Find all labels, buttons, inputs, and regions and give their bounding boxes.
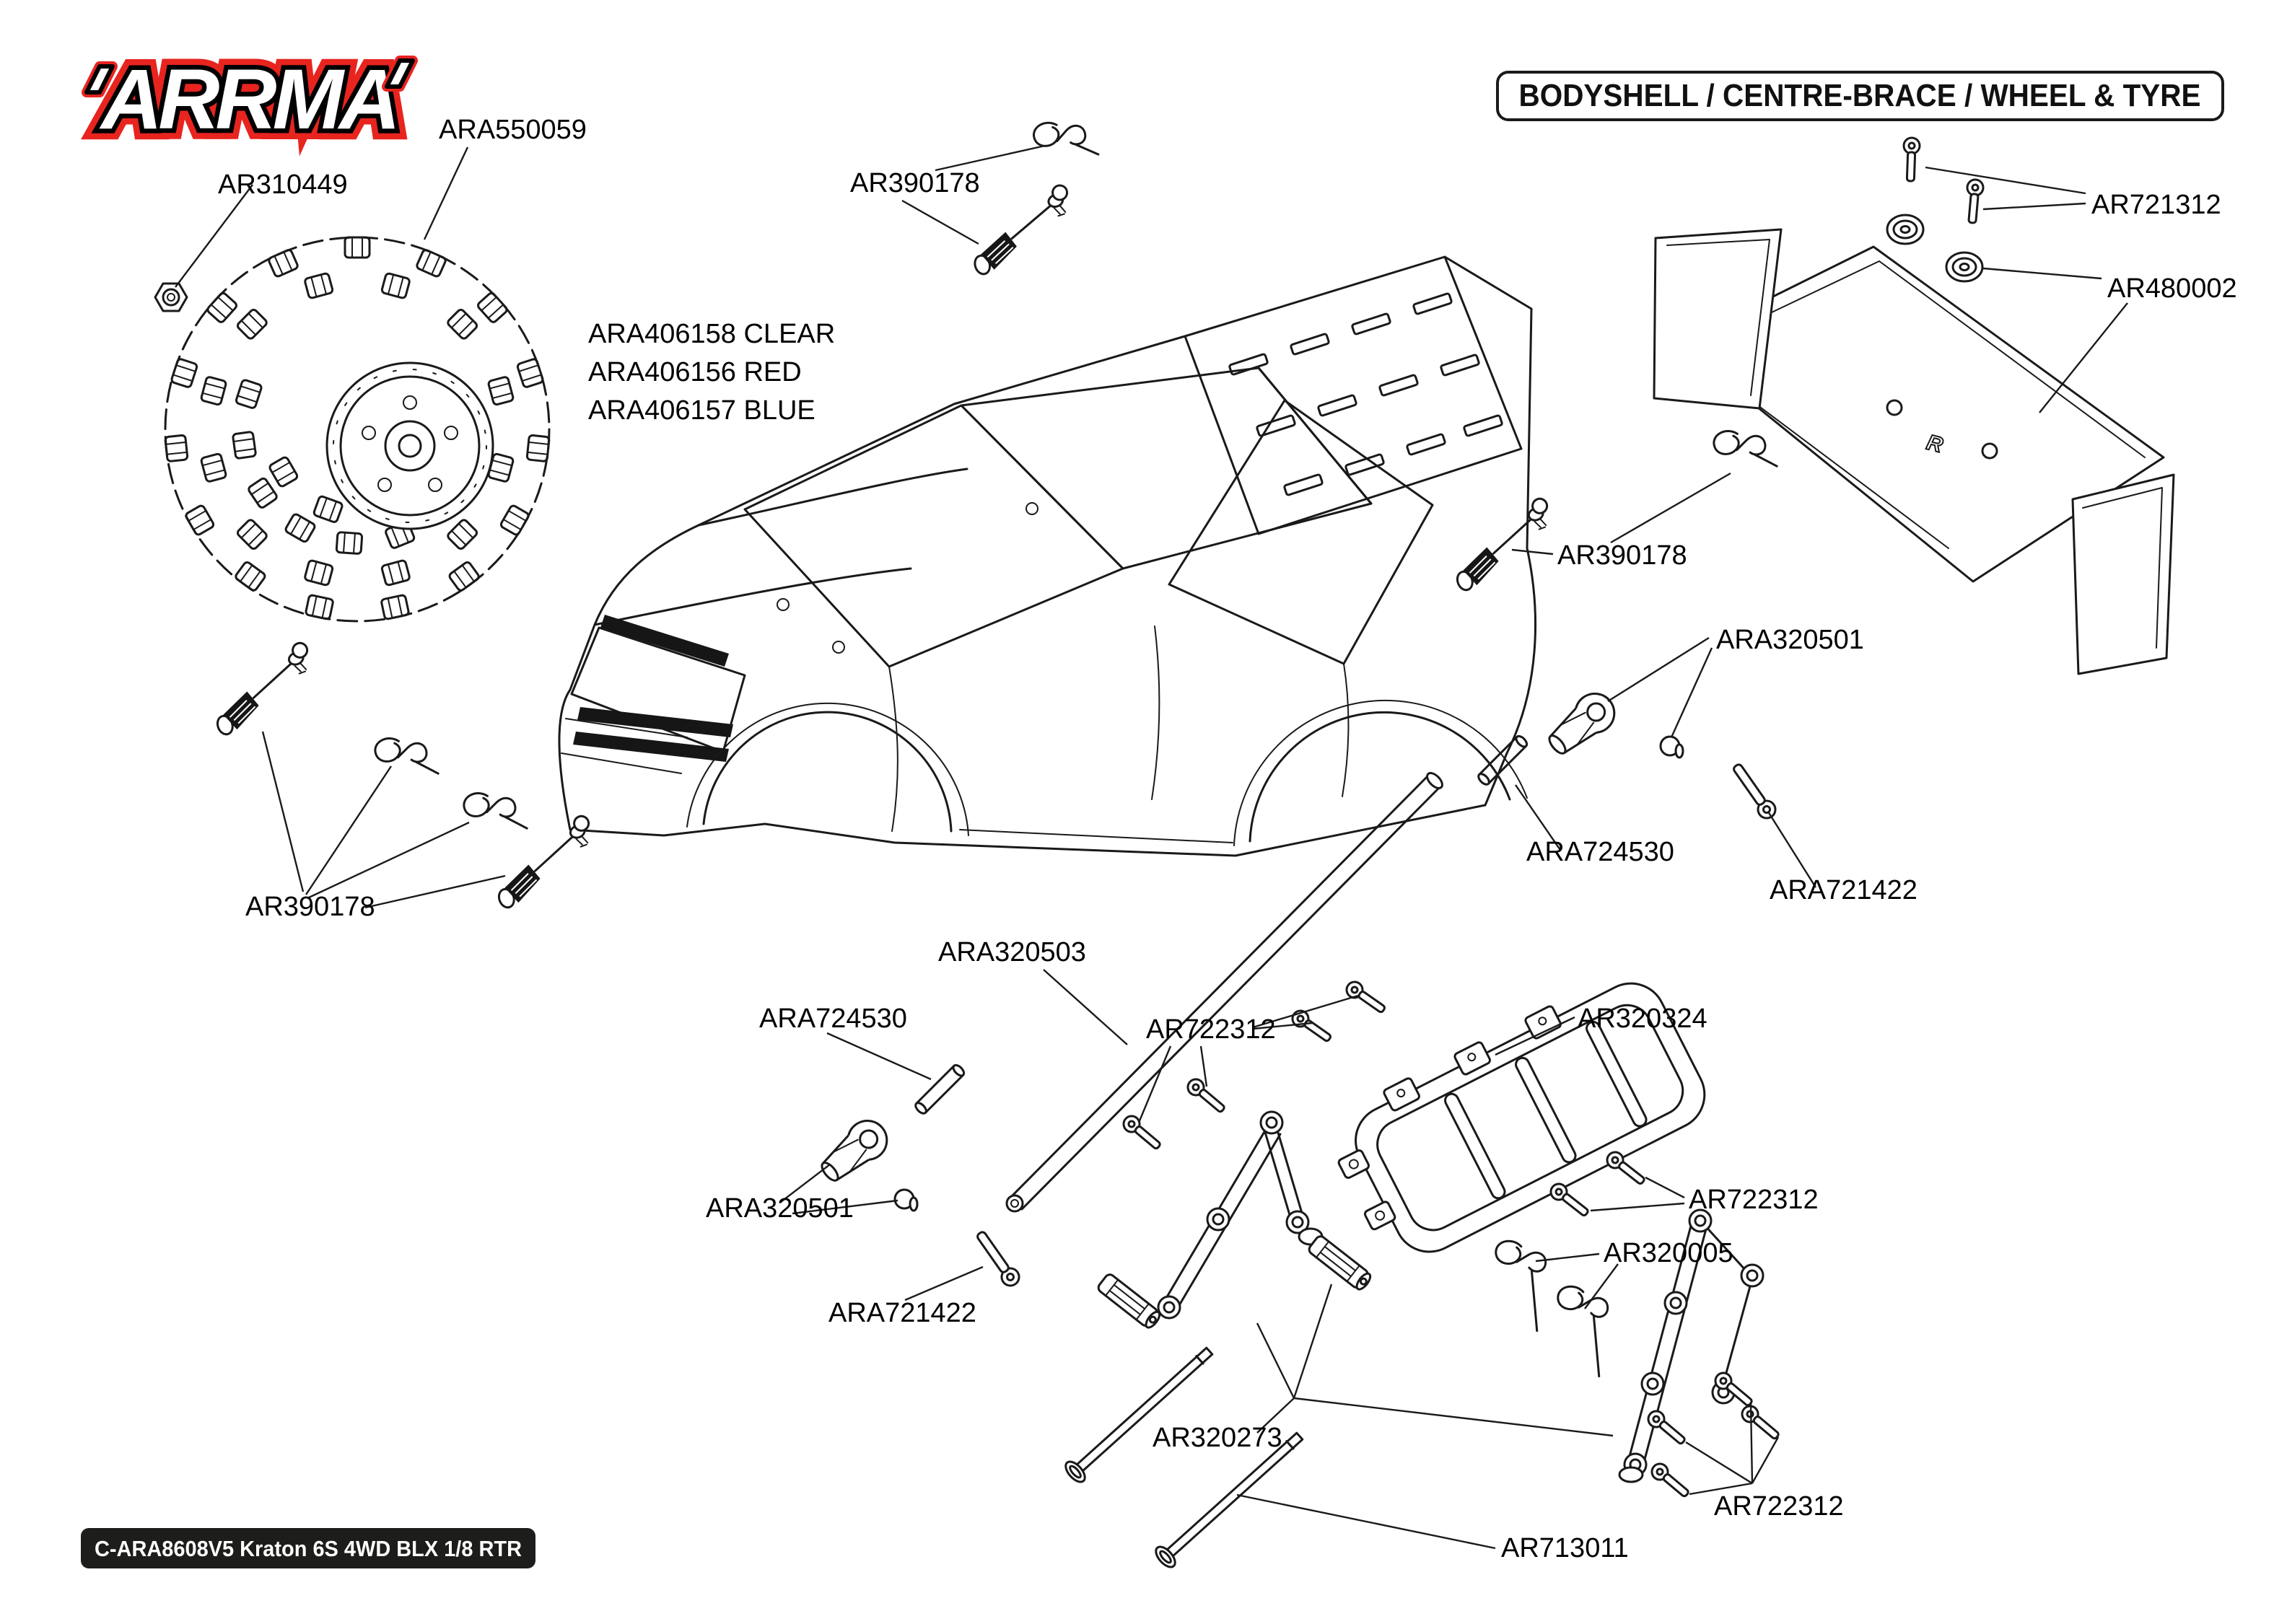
wing-screw-2-ar721312 xyxy=(1963,177,1985,225)
screw-ar722312-c2 xyxy=(1288,1006,1335,1047)
part-label-ar722312-bottom: AR722312 xyxy=(1714,1491,1844,1522)
page-title: BODYSHELL / CENTRE-BRACE / WHEEL & TYRE xyxy=(1519,78,2201,113)
part-labels: AR310449 ARA550059 AR390178 ARA406158 CL… xyxy=(218,115,2237,1563)
part-label-ara721422-right: ARA721422 xyxy=(1770,875,1917,905)
screw-ar722312-b4 xyxy=(1648,1460,1694,1502)
part-label-ara406156-red: ARA406156 RED xyxy=(588,357,802,387)
wing-endplate-left xyxy=(1653,228,1783,410)
spacer-tube-right-ara724530 xyxy=(1475,733,1530,788)
part-label-ar320005: AR320005 xyxy=(1604,1238,1733,1268)
centre-brace-rod-ara320503 xyxy=(1005,772,1443,1213)
part-label-ara550059: ARA550059 xyxy=(439,115,587,145)
part-label-ar390178-left: AR390178 xyxy=(245,892,375,922)
wheel-nut-ar310449 xyxy=(154,282,188,312)
wing-screw-1-ar721312 xyxy=(1901,136,1921,183)
wheel-rim xyxy=(325,361,494,530)
coupler-1 xyxy=(1306,1233,1375,1294)
tire-ara550059 xyxy=(164,236,551,623)
part-label-ara320501-right: ARA320501 xyxy=(1716,625,1864,655)
leader-lines xyxy=(175,144,2128,1550)
coupler-2 xyxy=(1095,1271,1164,1332)
windshield xyxy=(743,404,1124,668)
link-assembly-left xyxy=(1157,1110,1324,1320)
body-mount-left-1 xyxy=(199,640,327,738)
front-grille xyxy=(570,615,746,762)
part-label-ar390178-top: AR390178 xyxy=(850,168,980,198)
part-label-ar721312: AR721312 xyxy=(2091,190,2221,220)
part-label-ar722312-center: AR722312 xyxy=(1146,1014,1276,1045)
wing-washer-1 xyxy=(1886,214,1925,245)
part-label-ar480002: AR480002 xyxy=(2107,273,2237,304)
part-label-ara320501-center: ARA320501 xyxy=(706,1193,854,1224)
wing-endplate-right xyxy=(2071,473,2175,675)
logo-text: ARRMA xyxy=(99,52,396,147)
screw-ar722312-b3 xyxy=(1644,1407,1690,1449)
part-label-ar722312-right: AR722312 xyxy=(1689,1185,1819,1215)
body-clip-right xyxy=(1711,423,1778,476)
title-box: BODYSHELL / CENTRE-BRACE / WHEEL & TYRE xyxy=(1496,71,2224,121)
logo-text-red-outline: ARRMA xyxy=(99,52,396,147)
screw-ar722312-r2 xyxy=(1547,1180,1593,1221)
part-label-ar310449: AR310449 xyxy=(218,170,348,200)
part-label-ara406157-blue: ARA406157 BLUE xyxy=(588,395,815,426)
model-code-badge: C-ARA8608V5 Kraton 6S 4WD BLX 1/8 RTR xyxy=(81,1528,535,1568)
headlight-bar xyxy=(600,615,729,667)
part-label-ara724530-center: ARA724530 xyxy=(759,1004,907,1034)
brace-frame-ar320324 xyxy=(1337,982,1706,1253)
clip-ar320005-1 xyxy=(1487,1238,1549,1333)
body-clip-left-2 xyxy=(461,786,528,838)
arrma-logo: ARRMA ARRMA xyxy=(82,41,418,158)
screw-right-ara721422 xyxy=(1728,759,1780,823)
spacer-tube-center-ara724530 xyxy=(912,1062,967,1117)
wing-ar480002: R xyxy=(1653,228,2175,675)
screw-ar722312-b2 xyxy=(1738,1402,1784,1444)
part-label-ar320273: AR320273 xyxy=(1153,1423,1282,1453)
bodyshell-ara406158 xyxy=(558,255,1537,857)
body-mount-right xyxy=(1439,496,1567,594)
part-label-ar713011: AR713011 xyxy=(1501,1533,1629,1563)
pivot-ball-center-ara320501 xyxy=(893,1188,919,1212)
part-label-ara721422-center: ARA721422 xyxy=(828,1298,976,1328)
clip-ar320005-2 xyxy=(1549,1283,1611,1378)
pivot-ball-right-ara320501 xyxy=(1659,735,1684,759)
part-label-ar390178-right: AR390178 xyxy=(1557,540,1687,571)
part-label-ar320324: AR320324 xyxy=(1578,1004,1707,1034)
part-label-ara320503: ARA320503 xyxy=(938,937,1086,967)
rod-end-center-ara320501 xyxy=(812,1111,896,1191)
part-label-ara724530-right: ARA724530 xyxy=(1526,837,1674,867)
bed-skid-pattern xyxy=(1228,291,1504,497)
wing-washer-2 xyxy=(1945,251,1984,283)
screw-center-ara721422 xyxy=(971,1226,1024,1291)
body-clip-left-1 xyxy=(372,731,440,784)
long-pin-ar320273 xyxy=(1061,1340,1219,1487)
rear-wheel-arch xyxy=(1248,711,1511,843)
side-window xyxy=(1168,399,1434,665)
model-code-text: C-ARA8608V5 Kraton 6S 4WD BLX 1/8 RTR xyxy=(95,1536,522,1561)
body-clip-top xyxy=(1031,113,1100,168)
rod-end-right-ara320501 xyxy=(1539,684,1624,764)
body-mount-left-2 xyxy=(481,813,608,911)
front-wheel-arch xyxy=(702,711,953,833)
screw-ar722312-c4 xyxy=(1119,1112,1166,1154)
part-label-ara406158-clear: ARA406158 CLEAR xyxy=(588,319,835,349)
